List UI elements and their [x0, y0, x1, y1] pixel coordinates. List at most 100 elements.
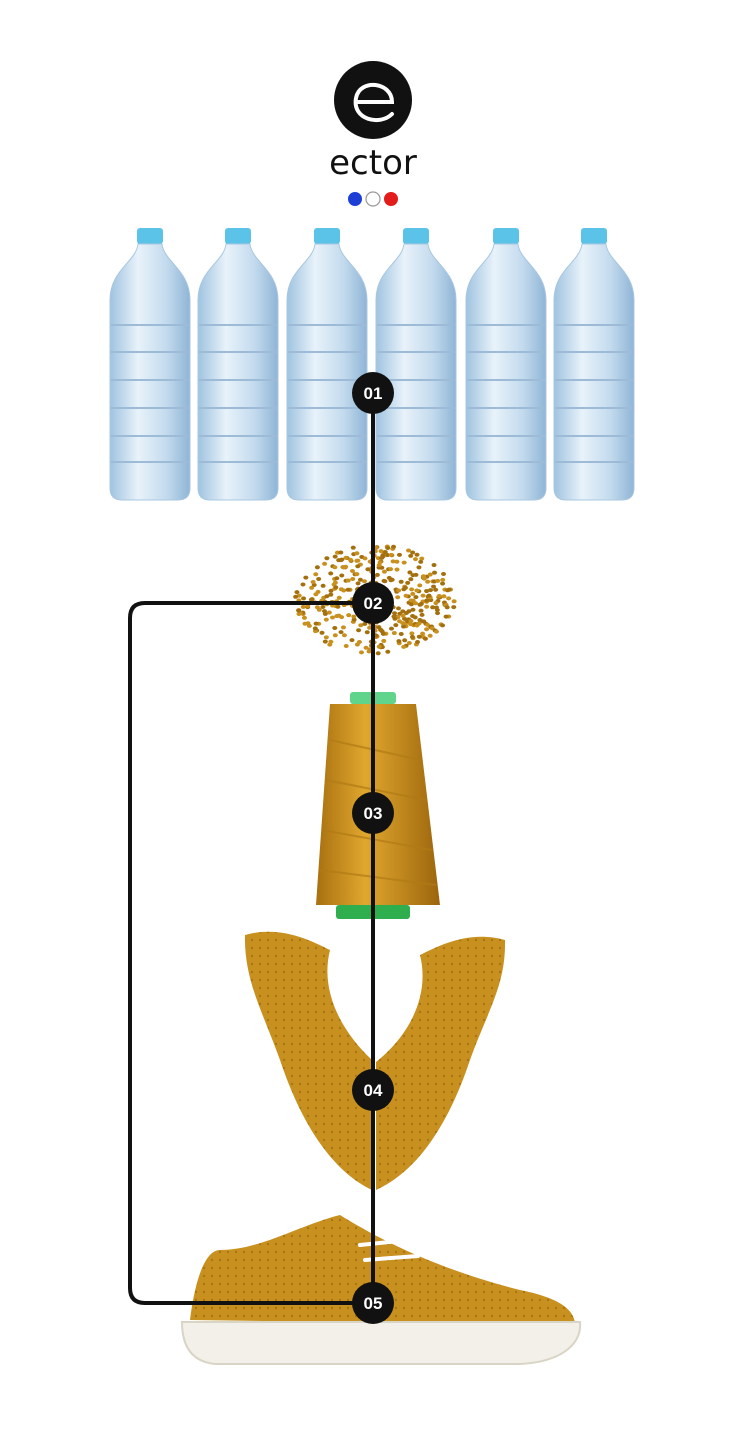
pellet [431, 584, 437, 589]
pellet [314, 605, 320, 610]
pellet [413, 595, 419, 600]
pellet [440, 581, 446, 586]
pellet [436, 593, 442, 598]
flag-dot-white [365, 191, 381, 207]
pellet [427, 633, 433, 638]
pellet [354, 558, 360, 563]
pellet [382, 579, 388, 584]
pellet [310, 579, 316, 584]
pellet [350, 545, 356, 550]
pellet [406, 548, 412, 553]
pellet [332, 554, 338, 559]
pellet [324, 556, 330, 561]
pellet [309, 597, 315, 602]
pellet [351, 614, 357, 619]
pellet [427, 572, 433, 577]
step-badge-02: 02 [352, 582, 394, 624]
pellet [400, 613, 406, 618]
process-lines [128, 393, 375, 1305]
pellet [322, 611, 328, 616]
pellet [424, 598, 430, 603]
pellet [334, 576, 340, 581]
pellet [408, 602, 414, 607]
pellet [380, 553, 386, 558]
pellet [396, 606, 402, 611]
pellet [388, 552, 394, 557]
pellet [394, 559, 400, 564]
pellet [432, 570, 438, 575]
bottle [109, 228, 191, 501]
pellet [408, 553, 414, 558]
pellet [332, 625, 338, 630]
pellet [433, 587, 439, 592]
pellet [385, 545, 391, 550]
pellet [349, 638, 355, 643]
pellet [419, 612, 425, 617]
pellet [358, 623, 364, 628]
pellet [385, 649, 391, 654]
pellet [421, 576, 427, 581]
pellet [313, 621, 319, 626]
pellet [417, 583, 423, 588]
pellet [444, 605, 450, 610]
pellet [328, 592, 334, 597]
pellet [346, 613, 352, 618]
pellet [376, 625, 382, 630]
step-badge-05: 05 [352, 1282, 394, 1324]
pellet [446, 596, 452, 601]
pellet [409, 631, 415, 636]
pellet [373, 633, 379, 638]
pellet [362, 621, 368, 626]
pellet [300, 604, 306, 609]
pellet [343, 643, 349, 648]
pellet [303, 575, 309, 580]
pellet [381, 638, 387, 643]
pellet [410, 573, 416, 578]
pellet [340, 565, 346, 570]
pellet [418, 601, 424, 606]
pellet [363, 645, 369, 650]
pellet [309, 585, 315, 590]
pellet [409, 587, 415, 592]
pellet [428, 588, 434, 593]
pellet [408, 577, 414, 582]
pellet [426, 593, 432, 598]
pellet [375, 651, 381, 656]
pellet [367, 625, 373, 630]
pellet [356, 639, 362, 644]
pellet [440, 577, 446, 582]
bottle [375, 228, 457, 501]
bottle [465, 228, 547, 501]
pellet [300, 582, 306, 587]
pellet [412, 615, 418, 620]
pellet [398, 579, 404, 584]
pellet [405, 580, 411, 585]
pellet [391, 544, 397, 549]
pellet [416, 565, 422, 570]
pellet [339, 615, 345, 620]
pellet [435, 578, 441, 583]
pellet [314, 565, 320, 570]
pellet [338, 550, 344, 555]
bottle [286, 228, 368, 501]
pellet [433, 601, 439, 606]
pellet [336, 595, 342, 600]
pellet [362, 556, 368, 561]
pellet [410, 591, 416, 596]
pellet [365, 567, 371, 572]
pellet [323, 635, 329, 640]
pellet [313, 572, 319, 577]
pellet [401, 624, 407, 629]
pellet [390, 559, 396, 564]
pellet [392, 616, 398, 621]
pellet [379, 629, 385, 634]
pellet [332, 565, 338, 570]
pellet [376, 644, 382, 649]
pellet [401, 560, 407, 565]
pellet [424, 604, 430, 609]
pellet [389, 577, 395, 582]
pellet [433, 629, 439, 634]
pellet [320, 605, 326, 610]
pellet [341, 588, 347, 593]
step-number: 03 [364, 804, 383, 823]
